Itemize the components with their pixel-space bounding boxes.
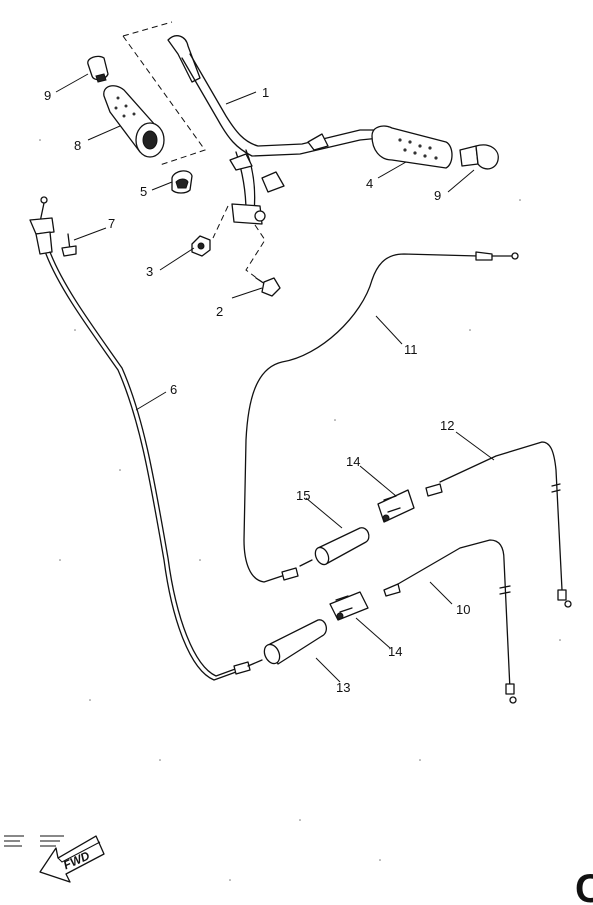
callout-8: 8	[74, 138, 81, 153]
callout-13: 13	[336, 680, 350, 695]
handlebar	[167, 35, 381, 225]
corner-mark: C	[575, 867, 593, 905]
callout-6: 6	[170, 382, 177, 397]
small-print-marks	[4, 835, 64, 847]
throttle-grip	[103, 85, 165, 158]
assembly-guide-lines	[122, 21, 266, 283]
cable-sleeve-lower	[247, 619, 328, 667]
callout-5: 5	[140, 184, 147, 199]
callout-9-left: 9	[44, 88, 51, 103]
right-grip	[371, 125, 453, 169]
upper-cable	[243, 251, 519, 583]
callout-3: 3	[146, 264, 153, 279]
callout-14-lower: 14	[388, 644, 402, 659]
cable-junction-lower	[329, 591, 369, 621]
callout-4: 4	[366, 176, 373, 191]
callout-7: 7	[108, 216, 115, 231]
nut	[191, 235, 211, 257]
bar-end-weight-left	[87, 55, 109, 83]
callout-12: 12	[440, 418, 454, 433]
callout-2: 2	[216, 304, 223, 319]
throttle-cable	[29, 196, 251, 681]
callout-9-right: 9	[434, 188, 441, 203]
callout-14-upper: 14	[346, 454, 360, 469]
cable-junction-upper	[377, 489, 415, 523]
callout-11: 11	[404, 342, 418, 357]
bolt	[255, 277, 281, 297]
leader-lines	[55, 73, 495, 683]
callout-labels: 1 2 3 4 5 6 7 8 9 9 10 11 12 13 14 14 15	[44, 85, 470, 695]
right-cable	[425, 441, 572, 608]
callout-1: 1	[262, 85, 269, 100]
cable-sleeve-upper	[299, 527, 370, 567]
callout-10: 10	[456, 602, 470, 617]
bar-end-weight-right	[459, 144, 499, 170]
lower-right-cable	[383, 539, 517, 704]
background-specks	[39, 139, 561, 881]
grommet	[171, 170, 193, 194]
callout-15: 15	[296, 488, 310, 503]
clip	[61, 233, 77, 257]
forward-direction-arrow: FWD	[39, 835, 105, 883]
